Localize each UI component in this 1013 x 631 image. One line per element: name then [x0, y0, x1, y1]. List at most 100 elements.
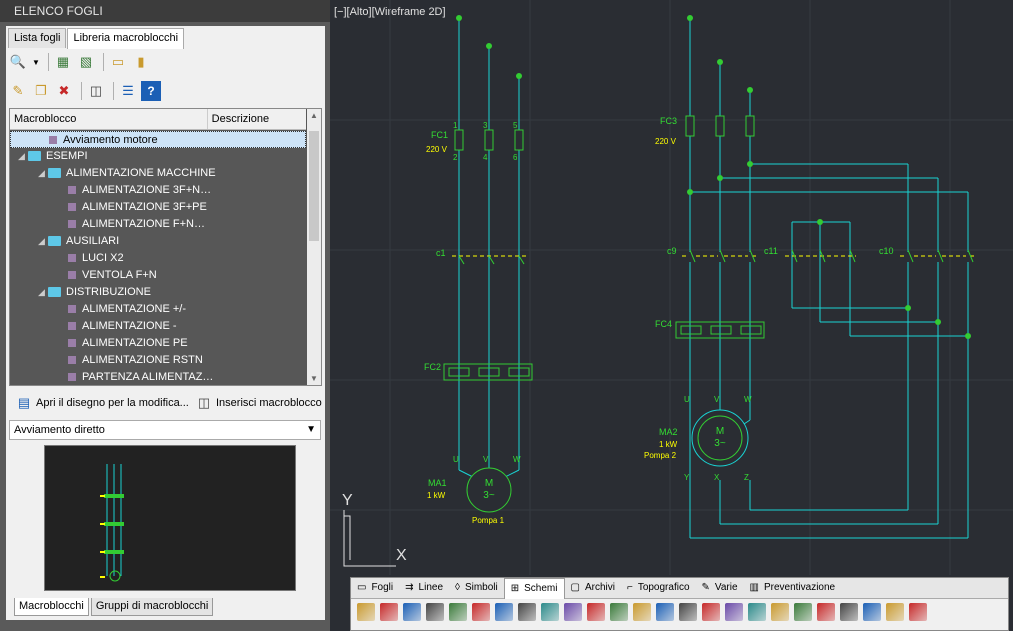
label-fc3-voltage: 220 V: [655, 137, 677, 146]
schema-tool-icon[interactable]: [817, 603, 835, 621]
tree-folder[interactable]: ◢ALIMENTAZIONE MACCHINE: [10, 165, 306, 182]
expand-icon[interactable]: ◢: [18, 151, 25, 161]
scroll-up-icon[interactable]: ▲: [310, 111, 318, 120]
tab-macroblock-library[interactable]: Libreria macroblocchi: [67, 28, 185, 49]
tree-scrollbar[interactable]: ▲ ▼: [307, 109, 321, 385]
folder-icon: [48, 168, 61, 179]
tree-item[interactable]: ALIMENTAZIONE 3F+PE: [10, 199, 306, 216]
scroll-thumb[interactable]: [309, 131, 319, 241]
tree-item[interactable]: VENTOLA F+N: [10, 267, 306, 284]
tree-item[interactable]: Avviamento motore: [10, 131, 306, 148]
schema-tool-icon[interactable]: [840, 603, 858, 621]
tab-schemi[interactable]: ⊞Schemi: [503, 578, 565, 599]
bottom-toolbar: ▭Fogli⇉Linee◊Simboli⊞Schemi▢Archivi⌐Topo…: [350, 577, 1009, 631]
new-folder-icon[interactable]: ▭: [111, 54, 125, 69]
tab-archivi[interactable]: ▢Archivi: [565, 578, 621, 598]
schema-tool-icon[interactable]: [886, 603, 904, 621]
macroblock-tree[interactable]: Macroblocco Descrizione Avviamento motor…: [9, 108, 322, 386]
schema-tool-icon[interactable]: [357, 603, 375, 621]
terminal-label: Z: [744, 473, 749, 482]
schema-tool-icon[interactable]: [771, 603, 789, 621]
delete-icon[interactable]: ✖: [58, 83, 70, 98]
schema-tool-icon[interactable]: [610, 603, 628, 621]
schema-tool-icon[interactable]: [403, 603, 421, 621]
tree-item[interactable]: ALIMENTAZIONE +/-: [10, 301, 306, 318]
schema-tool-icon[interactable]: [656, 603, 674, 621]
schema-tool-icon[interactable]: [472, 603, 490, 621]
preset-select[interactable]: Avviamento diretto ▼: [9, 420, 321, 440]
schema-tool-icon[interactable]: [495, 603, 513, 621]
copy-icon[interactable]: ❐: [35, 83, 47, 98]
add-subgroup-icon[interactable]: ▧: [79, 54, 93, 69]
schema-tool-icon[interactable]: [426, 603, 444, 621]
schema-tool-icon[interactable]: [794, 603, 812, 621]
tab-macroblocks[interactable]: Macroblocchi: [14, 598, 89, 616]
palette-panel: Lista fogli Libreria macroblocchi 🔍 ▼ ▦ …: [6, 26, 325, 620]
schema-tool-icon[interactable]: [633, 603, 651, 621]
tab-preventivazione[interactable]: ▥Preventivazione: [744, 578, 842, 598]
tree-item-label: ALIMENTAZIONE F+N…: [82, 218, 205, 230]
import-icon[interactable]: ▮: [137, 54, 145, 69]
schema-tool-icon[interactable]: [863, 603, 881, 621]
tab-linee[interactable]: ⇉Linee: [399, 578, 449, 598]
tab-label: Preventivazione: [763, 582, 836, 593]
tab-varie[interactable]: ✎Varie: [696, 578, 744, 598]
expand-icon[interactable]: ◢: [38, 168, 45, 178]
tree-folder[interactable]: ◢AUSILIARI: [10, 233, 306, 250]
motor-2-phase: 3~: [714, 438, 726, 449]
insert-macroblock-button[interactable]: ◫ Inserisci macroblocco: [196, 392, 322, 414]
schema-tool-icon[interactable]: [748, 603, 766, 621]
open-drawing-button[interactable]: ▤ Apri il disegno per la modifica...: [16, 392, 189, 414]
label-ma2: MA2: [659, 427, 678, 437]
tree-item[interactable]: ALIMENTAZIONE F+N…: [10, 216, 306, 233]
schema-tool-icon[interactable]: [587, 603, 605, 621]
tab-topografico[interactable]: ⌐Topografico: [621, 578, 696, 598]
tree-item[interactable]: ALIMENTAZIONE -: [10, 318, 306, 335]
schema-tool-icon[interactable]: [380, 603, 398, 621]
tree-item-label: VENTOLA F+N: [82, 269, 157, 281]
tab-simboli[interactable]: ◊Simboli: [449, 578, 504, 598]
schema-tool-icon[interactable]: [725, 603, 743, 621]
schema-tool-icon[interactable]: [518, 603, 536, 621]
tab-icon: ▢: [570, 582, 580, 593]
column-header-description[interactable]: Descrizione: [206, 109, 306, 129]
schema-tool-icon[interactable]: [702, 603, 720, 621]
label-ma1-kw: 1 kW: [427, 491, 446, 500]
terminal-label: 6: [513, 153, 518, 162]
tree-item[interactable]: ALIMENTAZIONE PE: [10, 335, 306, 352]
schema-tool-icon[interactable]: [449, 603, 467, 621]
tab-sheet-list[interactable]: Lista fogli: [8, 28, 67, 48]
add-group-icon[interactable]: ▦: [56, 54, 70, 69]
expand-icon[interactable]: ◢: [38, 236, 45, 246]
tree-item[interactable]: LUCI X2: [10, 250, 306, 267]
help-icon[interactable]: ?: [141, 81, 161, 101]
column-header-macroblock[interactable]: Macroblocco: [14, 113, 77, 125]
tree-item-label: ALIMENTAZIONE 3F+PE: [82, 201, 207, 213]
tab-icon: ⇉: [405, 582, 414, 593]
tab-icon: ✎: [701, 582, 710, 593]
drawing-canvas[interactable]: [−][Alto][Wireframe 2D]: [330, 0, 1013, 631]
search-icon[interactable]: 🔍: [9, 54, 27, 69]
expand-icon[interactable]: ◢: [38, 287, 45, 297]
tab-macroblock-groups[interactable]: Gruppi di macroblocchi: [90, 598, 214, 616]
insert-macroblock-label: Inserisci macroblocco: [216, 397, 322, 409]
scroll-down-icon[interactable]: ▼: [310, 374, 318, 383]
tree-item[interactable]: PARTENZA ALIMENTAZ…: [10, 369, 306, 385]
tree-folder[interactable]: ◢ESEMPI: [10, 148, 306, 165]
folder-icon: [28, 151, 41, 162]
macroblock-icon: [68, 186, 76, 195]
schema-tool-icon[interactable]: [541, 603, 559, 621]
schema-tool-icon[interactable]: [679, 603, 697, 621]
tree-item[interactable]: ALIMENTAZIONE 3F+N…: [10, 182, 306, 199]
schema-tool-icon[interactable]: [564, 603, 582, 621]
insert-icon[interactable]: ◫: [89, 83, 103, 98]
tree-folder[interactable]: ◢DISTRIBUZIONE: [10, 284, 306, 301]
schema-tool-icon[interactable]: [909, 603, 927, 621]
terminal-label: V: [483, 455, 489, 464]
edit-icon[interactable]: ✎: [12, 83, 24, 98]
tab-fogli[interactable]: ▭Fogli: [351, 578, 399, 598]
tree-item[interactable]: ALIMENTAZIONE RSTN: [10, 352, 306, 369]
list-view-icon[interactable]: ☰: [122, 83, 134, 98]
chevron-down-icon[interactable]: ▼: [32, 57, 40, 67]
terminal-label: X: [714, 473, 720, 482]
